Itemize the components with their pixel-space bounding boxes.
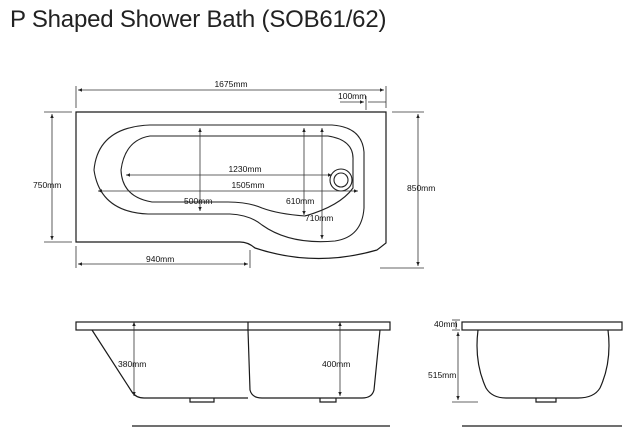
plan-view: 1675mm 100mm 1230mm 1505mm 500mm 610mm 7… <box>33 79 435 269</box>
label-610: 610mm <box>286 196 314 206</box>
plan-inner-basin <box>93 124 365 243</box>
plan-outer-rim <box>75 111 387 260</box>
label-overall-length: 1675mm <box>214 79 247 89</box>
label-515: 515mm <box>428 370 456 380</box>
label-380: 380mm <box>118 359 146 369</box>
label-710: 710mm <box>305 213 333 223</box>
label-40: 40mm <box>434 319 458 329</box>
label-1505: 1505mm <box>231 180 264 190</box>
waste-outlet-icon <box>329 168 353 192</box>
label-1230: 1230mm <box>228 164 261 174</box>
label-shower-offset: 100mm <box>338 91 366 101</box>
label-940: 940mm <box>146 254 174 264</box>
side-rim <box>75 321 391 331</box>
label-750: 750mm <box>33 180 61 190</box>
side-bath-end-body <box>91 329 248 399</box>
label-850: 850mm <box>407 183 435 193</box>
label-500: 500mm <box>184 196 212 206</box>
end-view: 40mm 515mm <box>428 319 623 427</box>
end-rim <box>461 321 623 331</box>
waste-outlet-inner <box>333 172 349 188</box>
side-shower-end-body <box>247 329 381 399</box>
page-title: P Shaped Shower Bath (SOB61/62) <box>10 6 387 33</box>
plan-inner-shelf <box>120 135 354 217</box>
side-view: 380mm 400mm <box>75 321 391 427</box>
label-400: 400mm <box>322 359 350 369</box>
end-body <box>476 329 610 399</box>
